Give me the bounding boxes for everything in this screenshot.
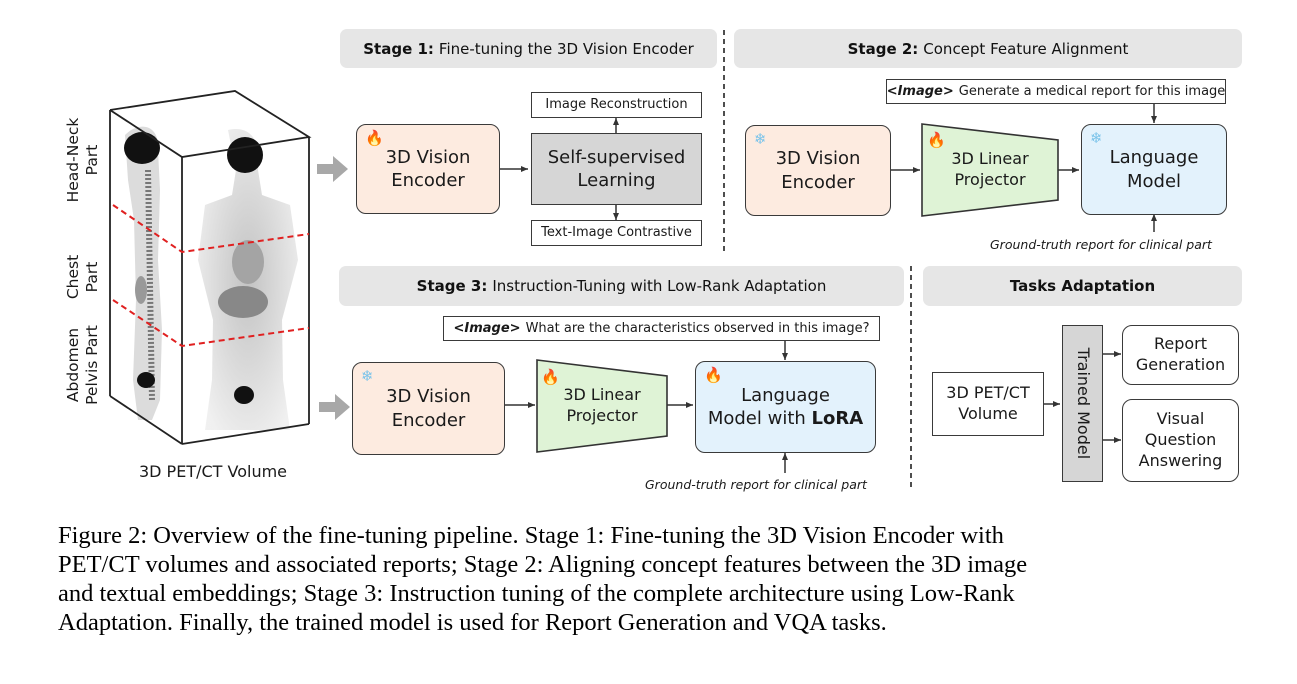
node-line: Projector	[954, 170, 1026, 189]
snowflake-icon: ❄	[1090, 129, 1103, 147]
stage2-title-bold: Stage 2:	[847, 39, 919, 58]
node-line: 3D Linear	[951, 149, 1029, 169]
node-line: 3D Vision	[775, 148, 861, 170]
node-line: Encoder	[781, 171, 855, 193]
stage1-title-bold: Stage 1:	[363, 39, 434, 58]
sagittal-view	[124, 126, 162, 420]
node-line: 3D Vision	[386, 386, 471, 408]
stage3-header: Stage 3: Instruction-Tuning with Low-Ran…	[339, 266, 904, 306]
stage2-ground-truth: Ground-truth report for clinical part	[990, 237, 1212, 252]
caption-line: and textual embeddings; Stage 3: Instruc…	[58, 580, 1015, 607]
label-line: Head-Neck	[64, 117, 82, 203]
label-line: Part	[83, 144, 101, 176]
stage3-vision-encoder: ❄ 3D Vision Encoder	[352, 362, 505, 455]
pet-ct-volume-cube	[109, 90, 312, 445]
image-token: <Image>	[453, 321, 521, 336]
figure-caption: Figure 2: Overview of the fine-tuning pi…	[58, 521, 1027, 637]
label-line: Part	[83, 261, 101, 293]
caption-line: Figure 2: Overview of the fine-tuning pi…	[58, 522, 1004, 549]
tasks-input-volume: 3D PET/CT Volume	[932, 372, 1044, 436]
node-line: 3D Vision	[385, 146, 471, 168]
stage3-linear-projector: 3D Linear Projector	[537, 376, 667, 436]
trained-model: Trained Model	[1062, 325, 1103, 482]
node-line: Answering	[1138, 450, 1223, 470]
stage1-vision-encoder: 🔥 3D Vision Encoder	[356, 124, 500, 214]
stage3-title: Instruction-Tuning with Low-Rank Adaptat…	[492, 277, 827, 295]
stage3-ground-truth: Ground-truth report for clinical part	[645, 477, 867, 492]
tasks-header: Tasks Adaptation	[923, 266, 1242, 306]
flame-icon: 🔥	[365, 129, 384, 147]
stage3-title-bold: Stage 3:	[416, 277, 488, 295]
stage2-language-model: ❄ Language Model	[1081, 124, 1227, 215]
stage3-projector-shape	[536, 359, 668, 453]
label-head-neck: Head-Neck Part	[64, 110, 104, 210]
stage2-title: Concept Feature Alignment	[923, 39, 1129, 58]
self-supervised-learning: Self-supervised Learning	[531, 133, 702, 205]
stage2-projector-shape	[921, 123, 1059, 217]
node-line: Report	[1153, 334, 1208, 354]
node-line: Language	[741, 384, 830, 406]
prompt-text: What are the characteristics observed in…	[525, 321, 870, 336]
image-reconstruction: Image Reconstruction	[531, 92, 702, 118]
label-abdomen-pelvis: Abdomen Pelvis Part	[64, 315, 104, 415]
lora-label: LoRA	[811, 408, 864, 429]
visual-question-answering: Visual Question Answering	[1122, 399, 1239, 482]
label-line: Chest	[64, 254, 82, 300]
trained-model-label: Trained Model	[1073, 347, 1093, 460]
stage2-linear-projector: 3D Linear Projector	[922, 140, 1058, 200]
image-token: <Image>	[886, 84, 954, 99]
input-arrow-stage3	[319, 394, 350, 420]
node-line: Self-supervised	[547, 146, 686, 168]
coronal-view	[198, 129, 298, 431]
flame-icon: 🔥	[704, 366, 723, 384]
node-line: Encoder	[391, 170, 465, 191]
caption-line: PET/CT volumes and associated reports; S…	[58, 551, 1028, 578]
node-line: Generation	[1135, 355, 1226, 374]
node-line: Learning	[577, 170, 656, 191]
stage2-prompt: <Image> Generate a medical report for th…	[886, 79, 1226, 104]
input-arrow-stage1	[317, 156, 348, 182]
node-line: Question	[1144, 430, 1217, 450]
stage1-header: Stage 1: Fine-tuning the 3D Vision Encod…	[340, 29, 717, 68]
node-line: 3D Linear	[563, 385, 641, 405]
report-generation: Report Generation	[1122, 325, 1239, 385]
flame-icon: 🔥	[541, 368, 560, 386]
node-line: Model	[1126, 170, 1182, 192]
tasks-title: Tasks Adaptation	[1009, 277, 1156, 295]
label-chest: Chest Part	[64, 227, 104, 327]
node-line: Language	[1109, 147, 1199, 169]
node-line: Model with LoRA	[708, 407, 863, 430]
stage2-header: Stage 2: Concept Feature Alignment	[734, 29, 1242, 68]
text-image-contrastive: Text-Image Contrastive	[531, 220, 702, 246]
snowflake-icon: ❄	[361, 367, 374, 385]
region-dividers	[112, 204, 310, 348]
lm-text: Model with	[707, 408, 806, 429]
label-line: Abdomen	[64, 327, 82, 403]
node-line: Volume	[958, 404, 1018, 423]
flame-icon: 🔥	[927, 131, 946, 149]
stage1-title: Fine-tuning the 3D Vision Encoder	[438, 39, 694, 58]
node-line: 3D PET/CT	[946, 383, 1030, 403]
node-line: Visual	[1156, 409, 1205, 429]
stage3-prompt: <Image> What are the characteristics obs…	[443, 316, 880, 341]
caption-line: Adaptation. Finally, the trained model i…	[58, 609, 887, 636]
prompt-text: Generate a medical report for this image	[958, 84, 1226, 99]
snowflake-icon: ❄	[754, 130, 767, 148]
node-line: Encoder	[391, 409, 466, 431]
node-line: Projector	[566, 406, 638, 425]
label-line: Pelvis Part	[83, 325, 101, 405]
stage2-vision-encoder: ❄ 3D Vision Encoder	[745, 125, 891, 216]
stage3-language-model-lora: 🔥 Language Model with LoRA	[695, 361, 876, 453]
volume-caption: 3D PET/CT Volume	[138, 462, 288, 481]
